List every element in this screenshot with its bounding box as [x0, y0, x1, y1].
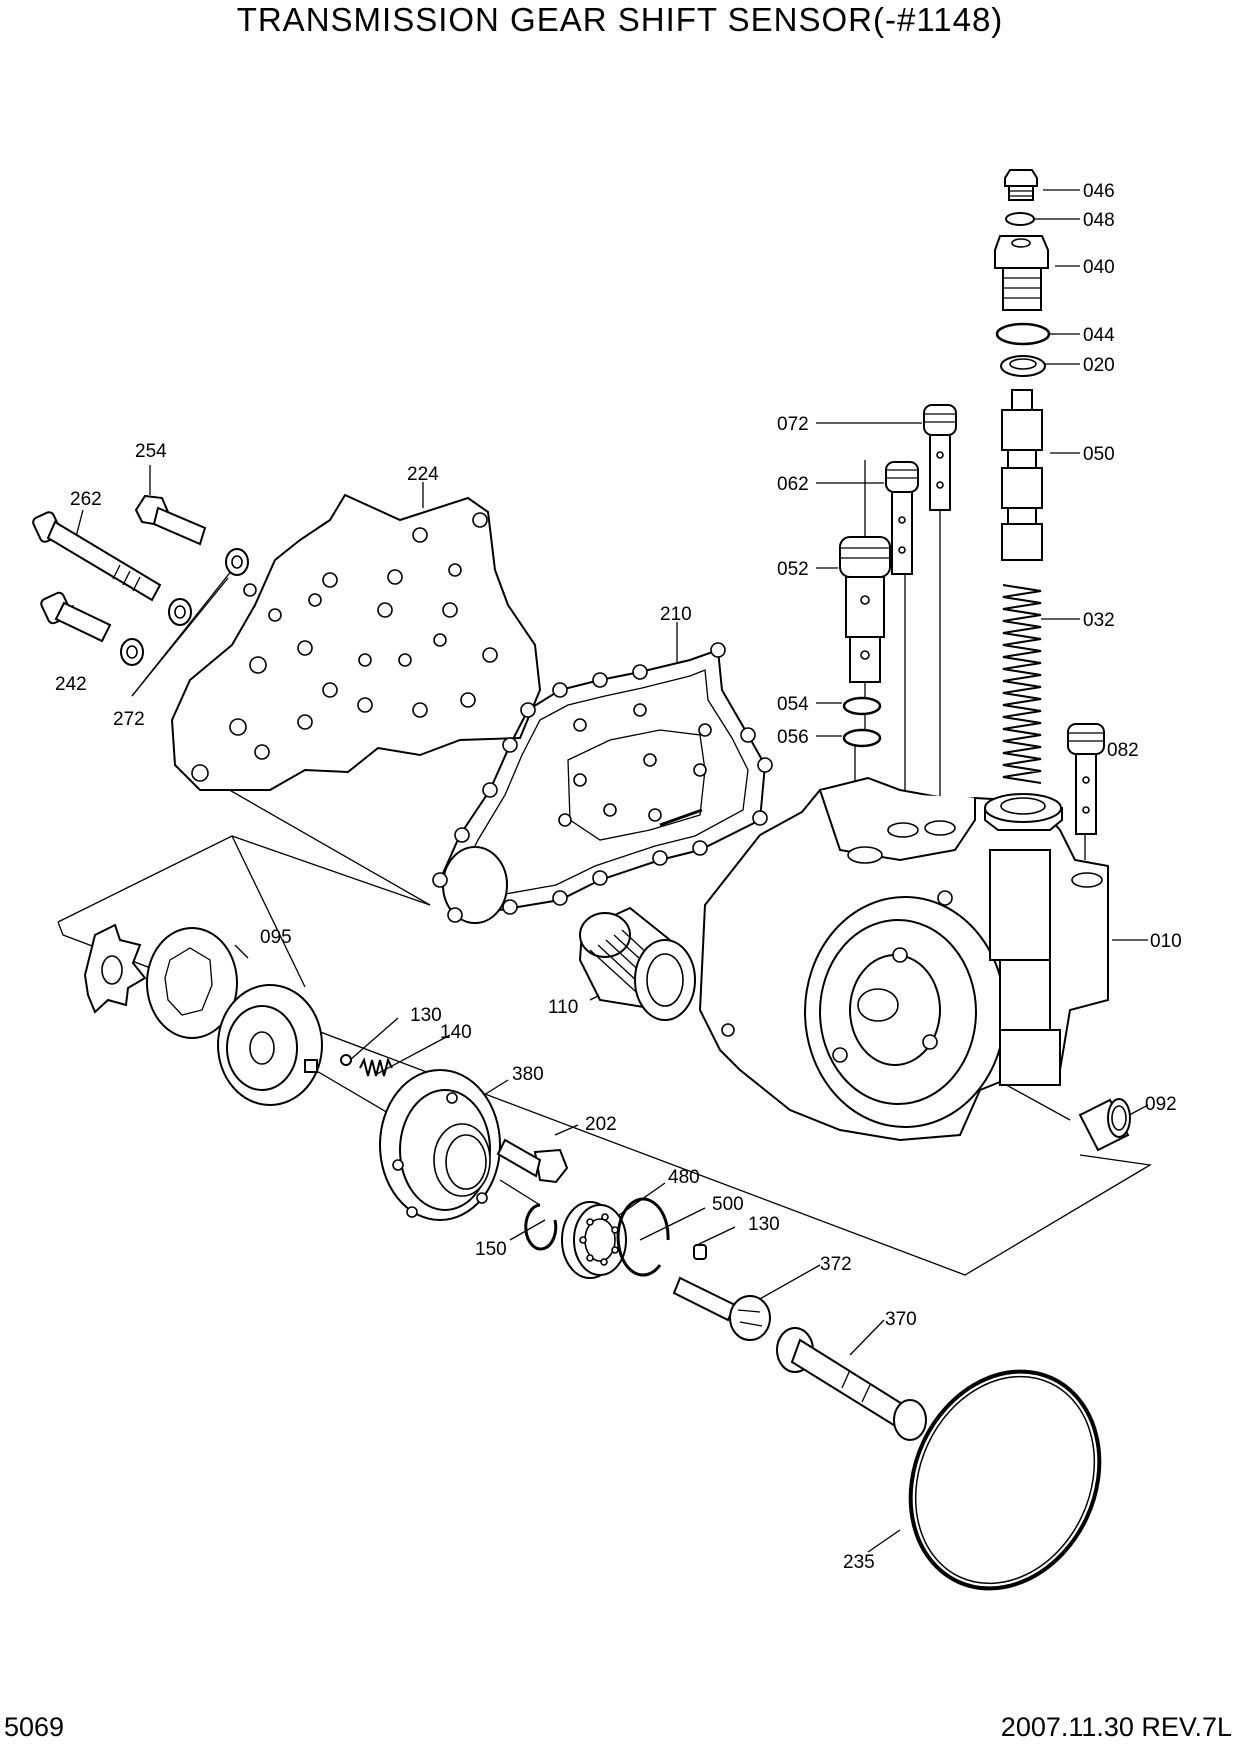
callout-262: 262	[70, 489, 102, 510]
callout-072: 072	[777, 414, 809, 435]
callout-202: 202	[585, 1114, 617, 1135]
callout-048: 048	[1083, 210, 1115, 231]
sleeve-092	[1078, 1098, 1131, 1152]
callout-380: 380	[512, 1064, 544, 1085]
revision-date: 2007.11.30 REV.7L	[1000, 1712, 1232, 1742]
callout-500: 500	[712, 1194, 744, 1215]
valve-cap-040	[994, 235, 1049, 311]
valve-072	[923, 404, 957, 511]
callout-054: 054	[777, 694, 809, 715]
callout-235: 235	[843, 1552, 875, 1573]
callout-480: 480	[668, 1167, 700, 1188]
outer-rotor-095	[146, 927, 238, 1039]
callout-110: 110	[548, 997, 578, 1018]
callout-044: 044	[1083, 325, 1115, 346]
inner-rotor-095	[83, 923, 147, 1014]
flange-380	[379, 1069, 501, 1221]
callout-210: 210	[660, 604, 692, 625]
pin-130-lower	[693, 1244, 707, 1260]
snap-ring-150	[524, 1203, 558, 1251]
callout-254: 254	[135, 441, 167, 462]
bearing-480	[561, 1201, 627, 1279]
o-ring-056	[842, 728, 882, 748]
callout-032: 032	[1083, 610, 1115, 631]
large-o-ring-235	[908, 1369, 1102, 1591]
pin-130-upper	[340, 1054, 352, 1066]
o-ring-048	[1005, 212, 1035, 226]
callout-224: 224	[407, 464, 439, 485]
cover-plate-224	[170, 493, 542, 791]
callout-020: 020	[1083, 355, 1115, 376]
callout-370: 370	[885, 1309, 917, 1330]
spring-032	[1002, 584, 1042, 784]
callout-labels: 046 048 040 044 020 072 050 062 052 032 …	[55, 181, 1182, 1573]
callout-130-lower: 130	[748, 1214, 780, 1235]
shaft-372	[672, 1276, 771, 1341]
valve-082	[1067, 723, 1105, 835]
valve-052	[839, 536, 891, 683]
bolt-202	[496, 1138, 569, 1184]
callout-095: 095	[260, 927, 292, 948]
callout-056: 056	[777, 727, 809, 748]
callout-062: 062	[777, 474, 809, 495]
bolt-242	[40, 591, 112, 643]
assembly-guide-lines	[57, 460, 1152, 1276]
callout-140: 140	[440, 1022, 472, 1043]
valve-062	[885, 461, 919, 575]
callout-052: 052	[777, 559, 809, 580]
callout-010: 010	[1150, 931, 1182, 952]
bolt-254	[134, 494, 207, 546]
callout-372: 372	[820, 1254, 852, 1275]
seal-ring-020	[1000, 355, 1046, 377]
callout-046: 046	[1083, 181, 1115, 202]
callout-150: 150	[475, 1239, 507, 1260]
screen-filter-110	[578, 906, 696, 1021]
rotor-ring-095	[217, 984, 323, 1106]
callout-082: 082	[1107, 740, 1139, 761]
housing-010	[698, 776, 1109, 1142]
bolt-262	[32, 511, 162, 602]
washers-272	[120, 548, 249, 666]
callout-130: 130	[410, 1005, 442, 1026]
callout-040: 040	[1083, 257, 1115, 278]
plug-046	[1004, 169, 1038, 201]
callout-272: 272	[113, 709, 145, 730]
pinion-shaft-370	[776, 1327, 927, 1441]
circlip-500	[616, 1197, 670, 1277]
callout-242: 242	[55, 674, 87, 695]
callout-050: 050	[1083, 444, 1115, 465]
large-o-ring-235-inner	[914, 1375, 1096, 1585]
o-ring-054	[842, 696, 882, 716]
gasket-210	[432, 642, 773, 924]
callout-092: 092	[1145, 1094, 1177, 1115]
o-ring-044	[995, 322, 1051, 346]
page-number: 5069	[4, 1712, 65, 1742]
spring-140	[359, 1057, 393, 1077]
spool-050	[1001, 389, 1043, 561]
page-title: TRANSMISSION GEAR SHIFT SENSOR(-#1148)	[236, 1, 1004, 38]
